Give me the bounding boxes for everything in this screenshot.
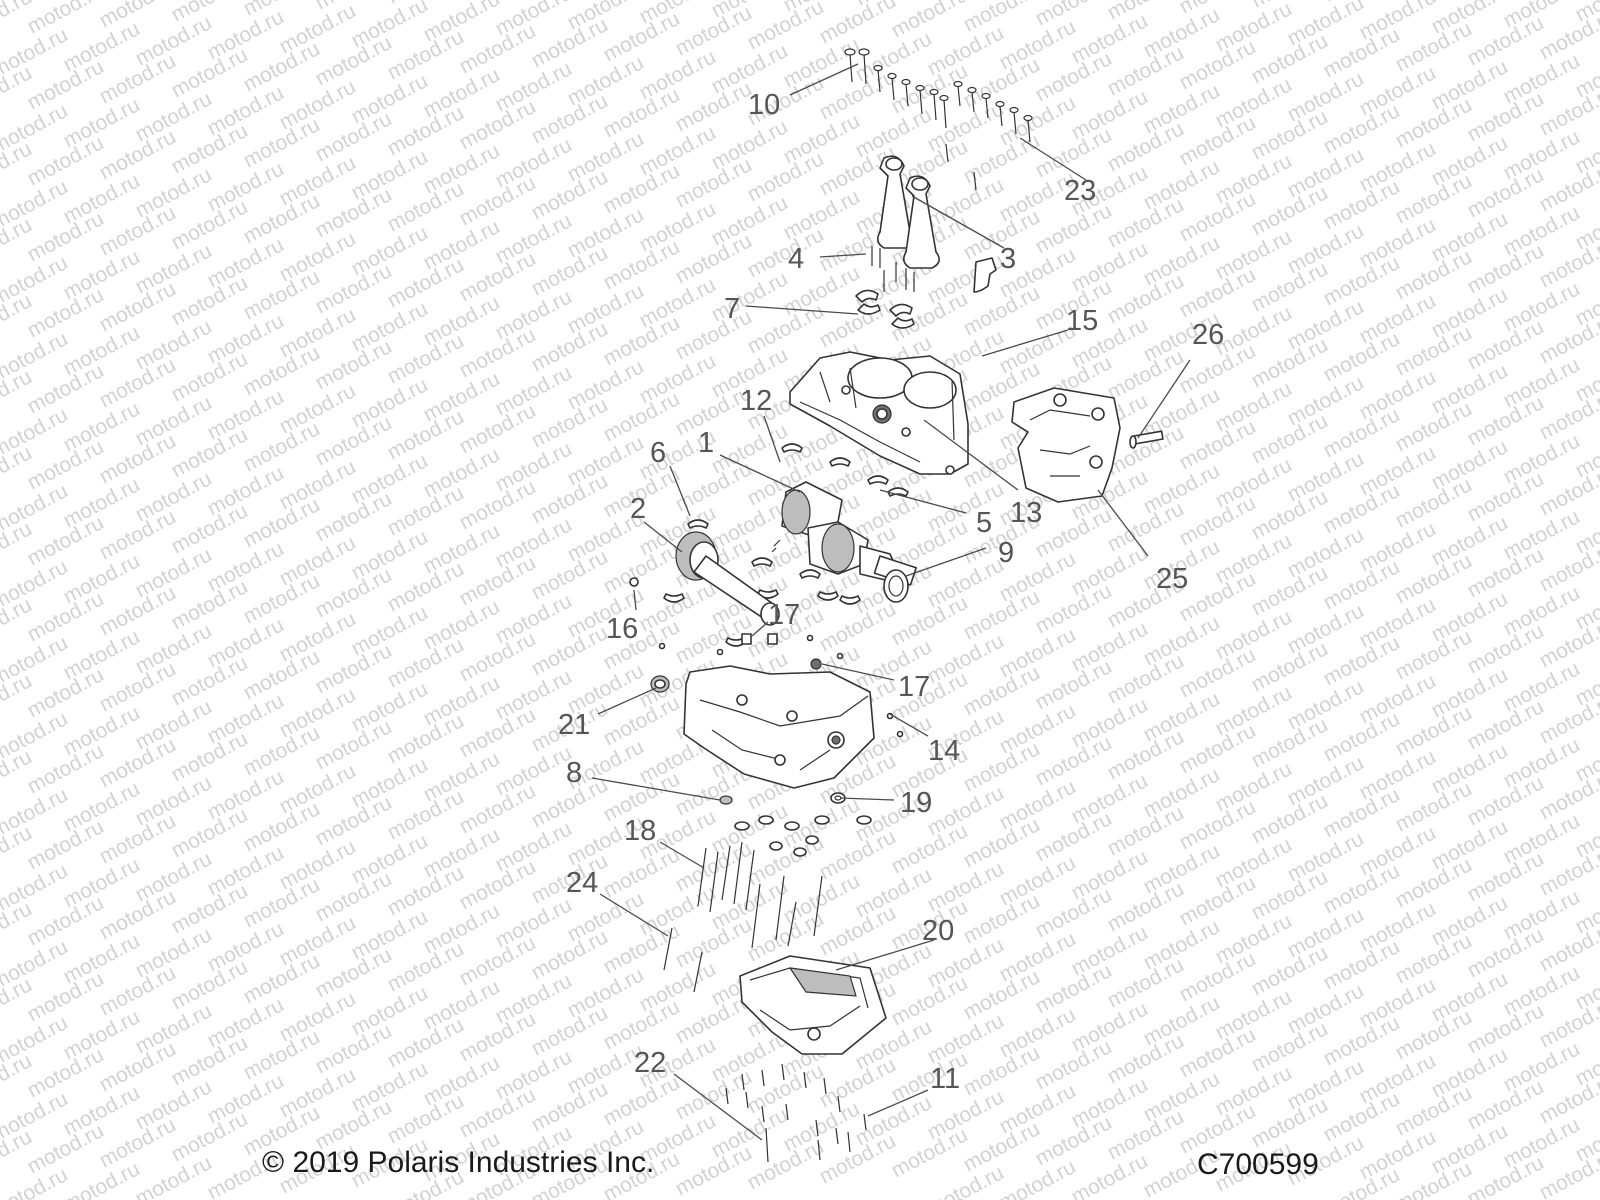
callout-23: 23 [1064,175,1096,207]
callout-9: 9 [998,537,1014,569]
callout-12: 12 [740,385,772,417]
callout-numbers: 10 23 3 4 7 15 26 12 1 6 13 5 2 9 25 17 … [558,89,1224,1095]
callout-7: 7 [724,293,740,325]
callout-26: 26 [1192,319,1224,351]
crank-seal [883,569,909,603]
watermark-text: motod.ru [816,0,900,48]
callout-18: 18 [624,815,656,847]
callout-5: 5 [976,507,992,539]
lower-crankcase [650,665,875,789]
callout-4: 4 [788,243,804,275]
balance-shaft [629,519,780,626]
callout-3: 3 [1000,243,1016,275]
side-housing [1011,387,1164,503]
callout-25: 25 [1156,563,1188,595]
callout-2: 2 [630,493,646,525]
callout-1: 1 [698,427,714,459]
oil-pan [739,955,887,1055]
callout-20: 20 [922,915,954,947]
callout-17-lower: 17 [898,671,930,703]
callout-13: 13 [1010,497,1042,529]
leader-lines [591,63,1191,1141]
dowel-pins [658,633,904,738]
oil-pan-bolts [725,1063,867,1163]
rod-bearings [855,289,915,329]
upper-crankcase [789,351,969,475]
baffle-plate [973,257,997,293]
connecting-rods [871,155,940,292]
callout-17-upper: 17 [768,599,800,631]
callout-6: 6 [650,437,666,469]
callout-22: 22 [634,1047,666,1079]
callout-24: 24 [566,867,598,899]
diagram-code: C700599 [1197,1148,1319,1181]
parts-artwork [629,48,1164,1163]
callout-19: 19 [900,787,932,819]
callout-14: 14 [928,735,960,767]
copyright-notice: © 2019 Polaris Industries Inc. [262,1146,655,1179]
crankcase-bolts-bottom [663,841,823,993]
callout-21: 21 [558,709,590,741]
sealing-washers [719,792,872,857]
callout-11: 11 [930,1063,960,1095]
callout-8: 8 [566,757,582,789]
watermark-text: motod.ru [888,0,972,42]
callout-16: 16 [606,613,638,645]
callout-15: 15 [1066,305,1098,337]
callout-10: 10 [748,89,780,121]
crankcase-bolts-top [844,48,1033,191]
